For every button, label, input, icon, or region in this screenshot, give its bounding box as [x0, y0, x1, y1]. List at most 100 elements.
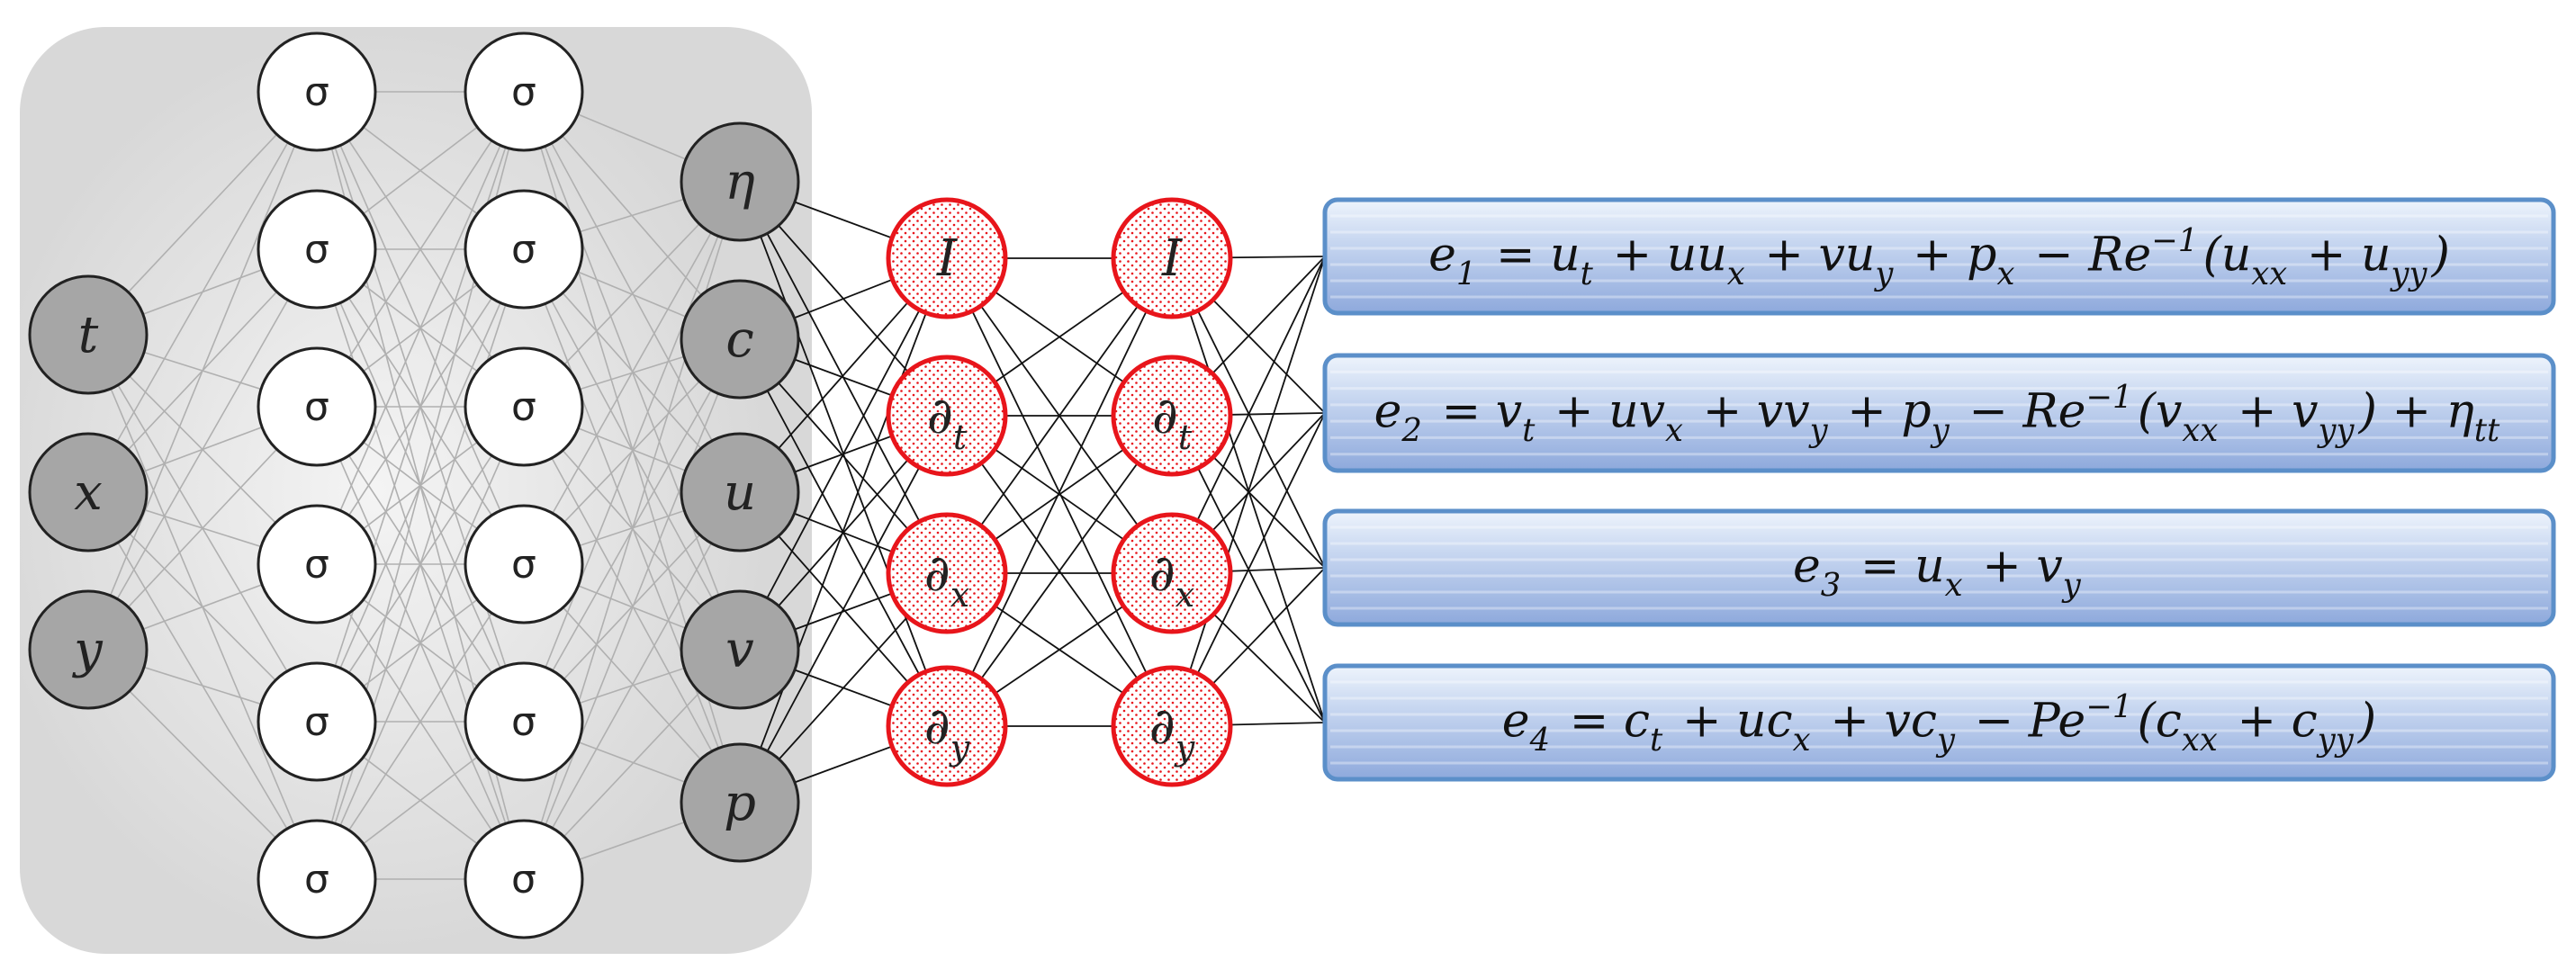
equation-subscript: 1 [1456, 256, 1477, 292]
equation-term: u [1550, 229, 1581, 283]
output-node: u [680, 432, 800, 552]
hidden-node: σ [464, 189, 584, 310]
node-label: σ [511, 384, 536, 430]
equation-term: p [1901, 385, 1931, 439]
equation-term: + [1898, 229, 1968, 283]
node-label: u [724, 463, 756, 522]
hidden-node: σ [464, 819, 584, 939]
equation-term: + u [1667, 695, 1766, 749]
equation-term: p [1967, 229, 1996, 283]
hidden-node-circle [464, 346, 584, 467]
equation-term: ) [2358, 385, 2377, 439]
node-label: σ [304, 227, 329, 273]
node-symbol: ∂ [927, 387, 953, 445]
output-node-circle [680, 279, 800, 400]
hidden-node: σ [257, 661, 377, 782]
edge-operator-equation [1171, 256, 1326, 727]
equation-term: η [2446, 385, 2474, 439]
operator-node: ∂t [1111, 355, 1233, 477]
hidden-node-circle [257, 819, 377, 939]
equation-term: e [1502, 695, 1530, 749]
equation-term: = [1427, 385, 1496, 439]
node-symbol: σ [511, 857, 536, 903]
edge-output-operator [739, 257, 948, 651]
equation-subscript: tt [2474, 412, 2500, 449]
node-symbol: σ [304, 384, 329, 430]
equation-box-2: e2 = vt + uvx + vvy + py − Re−1 (vxx + v… [1322, 353, 2556, 473]
node-symbol: σ [511, 699, 536, 745]
output-node: v [680, 589, 800, 710]
equation-term: v [2156, 385, 2182, 439]
operator-node-circle [1111, 197, 1233, 319]
operator-node-circle [886, 355, 1008, 477]
equation-term: ) [2357, 695, 2376, 749]
node-symbol: σ [304, 227, 329, 273]
node-label: I [936, 229, 959, 288]
equation-term: ( [2202, 229, 2222, 283]
equation-subscript: t [1650, 722, 1663, 759]
hidden-node-circle [464, 31, 584, 152]
equation-term: c [1767, 695, 1793, 749]
edge-hidden1-hidden2 [316, 248, 525, 880]
node-symbol: ∂ [1149, 697, 1175, 756]
node-label: σ [304, 699, 329, 745]
equation-box-frame [1322, 197, 2556, 316]
equation-subscript: x [1665, 412, 1683, 449]
node-symbol: x [74, 463, 103, 522]
edge-hidden1-hidden2 [316, 91, 525, 408]
node-subscript: y [1174, 728, 1195, 768]
equation-text: e3 = ux + vy [1793, 540, 2085, 605]
node-label: ∂x [924, 544, 969, 615]
edge-operator-operator [946, 257, 1173, 574]
operator-node-circle [886, 665, 1008, 787]
equation-subscript: x [1793, 722, 1811, 759]
node-symbol: σ [304, 699, 329, 745]
hidden-node: σ [257, 31, 377, 152]
equation-subscript: y [1930, 412, 1950, 449]
equation-subscript: 2 [1401, 412, 1422, 449]
equation-subscript: 4 [1529, 722, 1551, 759]
equation-subscript: y [1808, 412, 1829, 449]
operator-node: ∂x [886, 512, 1008, 634]
edge-hidden2-output [523, 181, 741, 723]
equation-subscript: y [1935, 722, 1956, 759]
node-label: y [71, 621, 104, 679]
output-node: p [680, 742, 800, 863]
hidden-node-circle [464, 661, 584, 782]
node-subscript: y [949, 728, 970, 768]
equation-subscript: y [1873, 256, 1894, 292]
equation-subscript: xx [2182, 722, 2218, 759]
equation-subscript: y [2061, 567, 2082, 604]
hidden-node: σ [257, 346, 377, 467]
node-label: ∂y [1149, 697, 1195, 768]
edge-hidden1-hidden2 [316, 406, 525, 880]
equation-term: c [2292, 695, 2318, 749]
node-label: ∂y [924, 697, 970, 768]
equation-term: = [1554, 695, 1624, 749]
node-label: σ [511, 227, 536, 273]
equation-term: + v [1688, 385, 1783, 439]
operator-node: ∂x [1111, 512, 1233, 634]
node-label: η [725, 153, 755, 211]
equation-subscript: t [1581, 256, 1594, 292]
equation-term: + [2292, 229, 2361, 283]
equation-box-frame [1322, 663, 2556, 782]
edge-hidden2-output [523, 406, 741, 804]
node-label: σ [304, 384, 329, 430]
equation-subscript: yy [2316, 722, 2355, 759]
hidden-node: σ [257, 819, 377, 939]
equation-term: + [1968, 540, 2037, 594]
equation-term: + v [1815, 695, 1911, 749]
equation-baseline-reset [2499, 385, 2504, 439]
node-label: σ [511, 857, 536, 903]
edge-hidden2-output [523, 91, 741, 493]
equation-subscript: xx [2182, 412, 2218, 449]
hidden-node: σ [257, 189, 377, 310]
hidden-node-circle [464, 819, 584, 939]
node-symbol: I [1161, 229, 1184, 288]
node-label: t [78, 306, 99, 364]
node-symbol: ∂ [924, 697, 950, 756]
operator-node: I [886, 197, 1008, 319]
equation-box-1: e1 = ut + uux + vuy + px − Re−1 (uxx + u… [1322, 197, 2556, 316]
edge-hidden2-output [523, 491, 741, 880]
